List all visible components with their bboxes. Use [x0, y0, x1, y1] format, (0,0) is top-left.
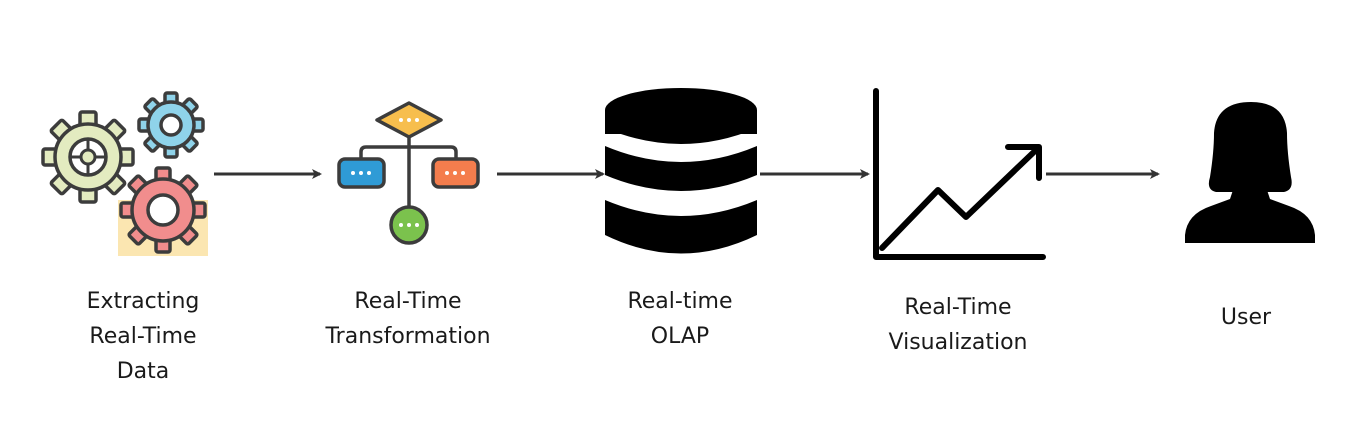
label-line: Transformation [325, 324, 491, 349]
gear-green-icon [41, 110, 135, 204]
label-line: Real-time [627, 289, 733, 314]
label-line: Real-Time [89, 324, 197, 349]
gear-red-icon [119, 166, 207, 254]
node-label-viz: Real-Time Visualization [868, 290, 1048, 360]
node-label-user: User [1186, 300, 1306, 335]
label-line: Real-Time [354, 289, 462, 314]
node-label-extract: Extracting Real-Time Data [58, 284, 228, 389]
node-label-transform: Real-Time Transformation [303, 284, 513, 354]
flowchart-icon [337, 101, 480, 245]
label-line: User [1220, 305, 1272, 330]
label-line: Extracting [86, 289, 200, 314]
gears-icon [41, 91, 208, 256]
label-line: Visualization [888, 330, 1028, 355]
line-chart-icon [873, 88, 1046, 260]
label-line: OLAP [650, 324, 710, 349]
user-icon [1185, 102, 1315, 243]
label-line: Real-Time [904, 295, 1012, 320]
database-icon [605, 88, 757, 254]
node-label-olap: Real-time OLAP [595, 284, 765, 354]
gear-blue-icon [137, 91, 205, 159]
label-line: Data [116, 359, 170, 384]
